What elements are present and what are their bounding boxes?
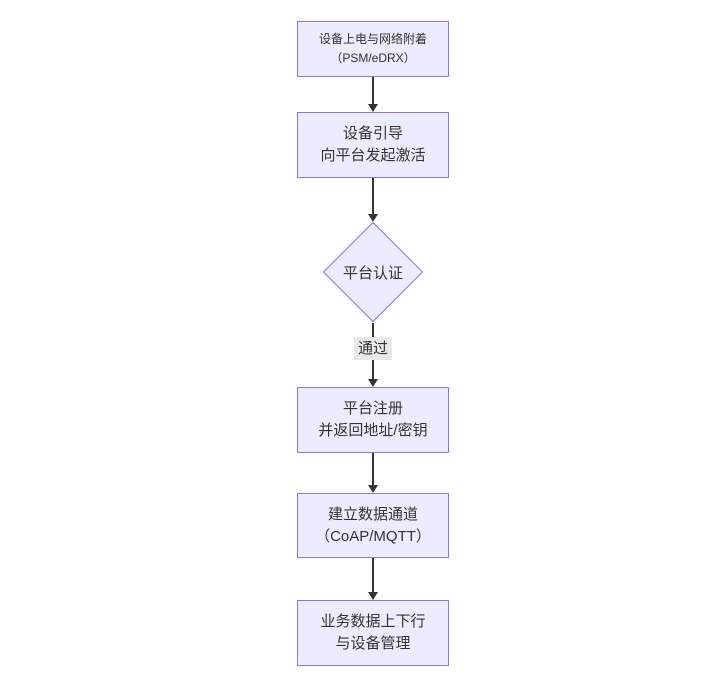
edge-channel-to-business: [372, 558, 374, 592]
node-data-channel-line1: 建立数据通道: [327, 505, 418, 523]
node-data-channel: 建立数据通道 （CoAP/MQTT）: [297, 493, 449, 558]
edge-register-to-channel: [372, 453, 374, 485]
node-platform-register-line1: 平台注册: [342, 400, 403, 417]
node-bootstrap-line2: 向平台发起激活: [320, 147, 426, 164]
arrowhead-icon: [368, 214, 378, 222]
node-business-data-line1: 业务数据上下行: [320, 613, 426, 630]
edge-bootstrap-to-auth: [372, 178, 374, 214]
node-business-data-line2: 与设备管理: [335, 635, 411, 652]
edge-label-pass: 通过: [353, 337, 393, 360]
node-business-data: 业务数据上下行 与设备管理: [297, 600, 449, 666]
node-platform-register-line2: 并返回地址/密钥: [318, 422, 428, 439]
node-power-on-line1: 设备上电与网络附着: [318, 32, 427, 46]
arrowhead-icon: [368, 104, 378, 112]
decision-platform-auth-label: 平台认证: [342, 264, 403, 282]
node-data-channel-line2: （CoAP/MQTT）: [315, 527, 431, 545]
arrowhead-icon: [368, 592, 378, 600]
node-power-on-line2: （PSM/eDRX）: [330, 51, 416, 65]
node-bootstrap: 设备引导 向平台发起激活: [297, 112, 449, 178]
edge-power-on-to-bootstrap: [372, 77, 374, 104]
node-power-on: 设备上电与网络附着 （PSM/eDRX）: [297, 21, 449, 77]
node-bootstrap-line1: 设备引导: [342, 125, 403, 142]
decision-platform-auth: 平台认证: [322, 221, 424, 323]
arrowhead-icon: [368, 485, 378, 493]
node-platform-register: 平台注册 并返回地址/密钥: [297, 387, 449, 453]
arrowhead-icon: [368, 379, 378, 387]
